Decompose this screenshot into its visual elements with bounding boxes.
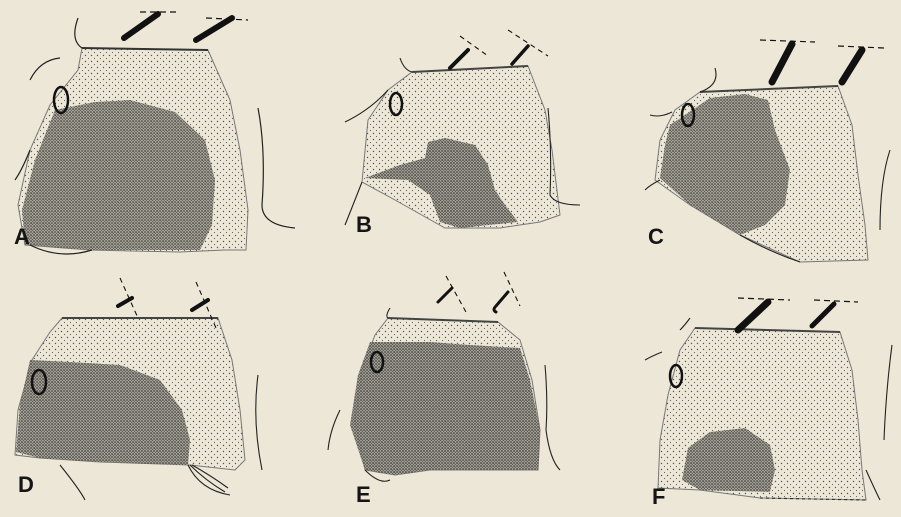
panel-a — [15, 12, 295, 254]
panel-e-arrow-right — [494, 272, 520, 312]
panel-b — [345, 30, 580, 228]
panel-e-dense-region — [350, 342, 540, 475]
panel-label-b: B — [356, 214, 372, 236]
panel-a-right-line — [258, 108, 295, 228]
panel-b-arrow-left — [450, 36, 488, 68]
panel-label-f: F — [652, 486, 665, 508]
panel-b-arrow-right — [508, 30, 548, 64]
panel-c-arrow-right — [838, 46, 884, 82]
panel-c-arrow-left — [760, 40, 815, 82]
panel-a-arrow-left — [124, 12, 178, 38]
panel-f-arrow-left — [738, 298, 790, 330]
panel-label-c: C — [648, 226, 664, 248]
panel-e — [328, 272, 560, 481]
panel-c — [645, 40, 890, 262]
panel-d-arrow-left — [118, 278, 138, 318]
panel-label-d: D — [18, 474, 34, 496]
panel-f — [645, 298, 892, 500]
panel-a-dense-region — [22, 100, 215, 250]
panel-e-arrow-left — [438, 276, 466, 312]
panel-a-arrow-right — [196, 18, 248, 40]
panel-label-e: E — [356, 484, 371, 506]
panel-d — [15, 278, 262, 500]
panel-label-a: A — [14, 226, 30, 248]
panel-f-arrow-right — [812, 300, 858, 326]
